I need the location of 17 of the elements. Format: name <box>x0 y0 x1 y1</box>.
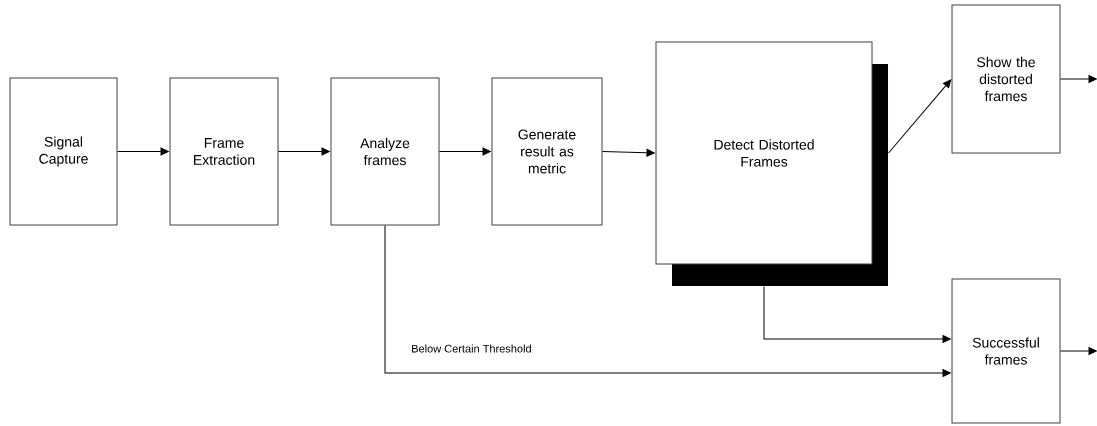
arrow <box>888 79 952 154</box>
process-box: Frame Extraction <box>169 77 279 226</box>
process-box: Analyze frames <box>330 77 440 226</box>
process-box: Generate result as metric <box>491 77 603 226</box>
edge-label: Below Certain Threshold <box>410 343 533 354</box>
process-box: Successful frames <box>951 278 1061 424</box>
arrow <box>278 147 330 156</box>
arrow <box>384 225 951 377</box>
process-box: Signal Capture <box>9 77 118 226</box>
arrow <box>602 148 655 157</box>
arrow <box>117 147 169 156</box>
arrow <box>1060 75 1097 83</box>
arrow <box>1060 347 1097 355</box>
arrow <box>439 147 491 156</box>
shadowed-process-box: Detect Distorted Frames <box>655 41 888 286</box>
process-box: Show the distorted frames <box>951 4 1061 154</box>
arrow <box>763 286 951 343</box>
